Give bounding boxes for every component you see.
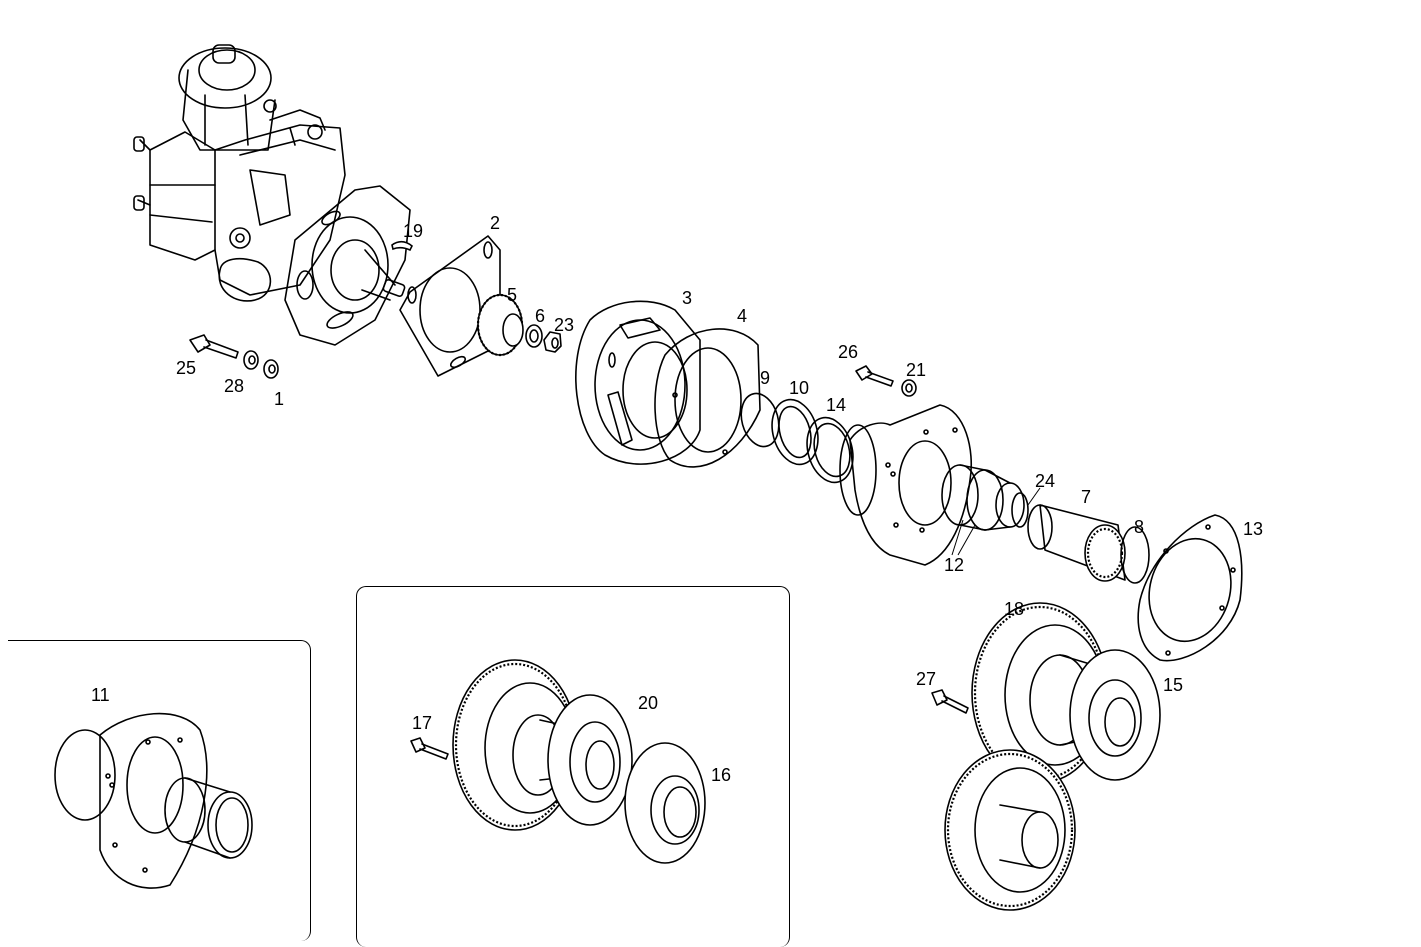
adapter-housing-icon: [575, 300, 701, 465]
callout-label-7: 7: [1081, 487, 1092, 507]
flange-housing-icon: [839, 404, 972, 566]
leader-line: [951, 519, 976, 556]
inset-variant-11: [8, 640, 311, 941]
callout-label-25: 25: [176, 358, 197, 378]
hub-assembly-icon: [54, 712, 253, 889]
bolt-icon: [410, 737, 449, 760]
callout-label-11: 11: [91, 685, 110, 705]
callout-label-13: 13: [1243, 519, 1264, 539]
callout-label-17: 17: [412, 713, 433, 733]
callout-label-3: 3: [682, 288, 693, 308]
washer-icon: [243, 350, 259, 370]
callout-label-14: 14: [826, 395, 847, 415]
callout-label-19: 19: [403, 221, 424, 241]
callout-label-24: 24: [1035, 471, 1056, 491]
callout-label-28: 28: [224, 376, 245, 396]
washer-icon: [525, 324, 543, 348]
snap-ring-icon: [1011, 492, 1029, 528]
hub-plate-icon: [547, 694, 633, 826]
washer-icon: [263, 359, 279, 379]
leader-line: [1027, 487, 1041, 506]
nut-icon: [543, 331, 562, 353]
bolt-icon: [189, 334, 239, 359]
diagram-artwork: [54, 44, 1243, 911]
hub-plate-icon: [1069, 649, 1161, 781]
circlip-icon: [740, 392, 780, 448]
washer-icon: [901, 379, 917, 397]
callout-label-4: 4: [737, 306, 748, 326]
callout-label-8: 8: [1134, 517, 1145, 537]
callout-label-2: 2: [490, 213, 501, 233]
bolt-icon: [931, 689, 969, 714]
callout-label-1: 1: [274, 389, 285, 409]
callout-label-15: 15: [1163, 675, 1184, 695]
callout-label-5: 5: [507, 285, 518, 305]
callout-label-20: 20: [638, 693, 659, 713]
cover-gasket-icon: [1137, 514, 1243, 662]
inset-variant-20-16: [356, 586, 790, 947]
gasket-icon: [654, 328, 761, 468]
callout-label-27: 27: [916, 669, 937, 689]
callout-label-10: 10: [789, 378, 810, 398]
seal-ring-icon: [806, 416, 854, 484]
callout-label-23: 23: [554, 315, 575, 335]
injection-pump-icon: [133, 44, 411, 346]
callout-label-21: 21: [906, 360, 927, 380]
drive-gear-small-icon: [476, 293, 524, 357]
bushing-icon: [941, 464, 1025, 531]
callout-label-18: 18: [1004, 599, 1025, 619]
bolt-icon: [855, 365, 894, 387]
woodruff-key-icon: [391, 240, 414, 252]
callout-label-26: 26: [838, 342, 859, 362]
seal-plate-icon: [624, 742, 706, 864]
needle-bearing-icon: [1027, 504, 1126, 582]
circlip-icon: [1120, 526, 1150, 584]
callout-label-9: 9: [760, 368, 771, 388]
callout-label-12: 12: [944, 555, 965, 575]
callout-label-6: 6: [535, 306, 546, 326]
idler-gear-icon: [944, 749, 1076, 911]
callout-label-16: 16: [711, 765, 732, 785]
